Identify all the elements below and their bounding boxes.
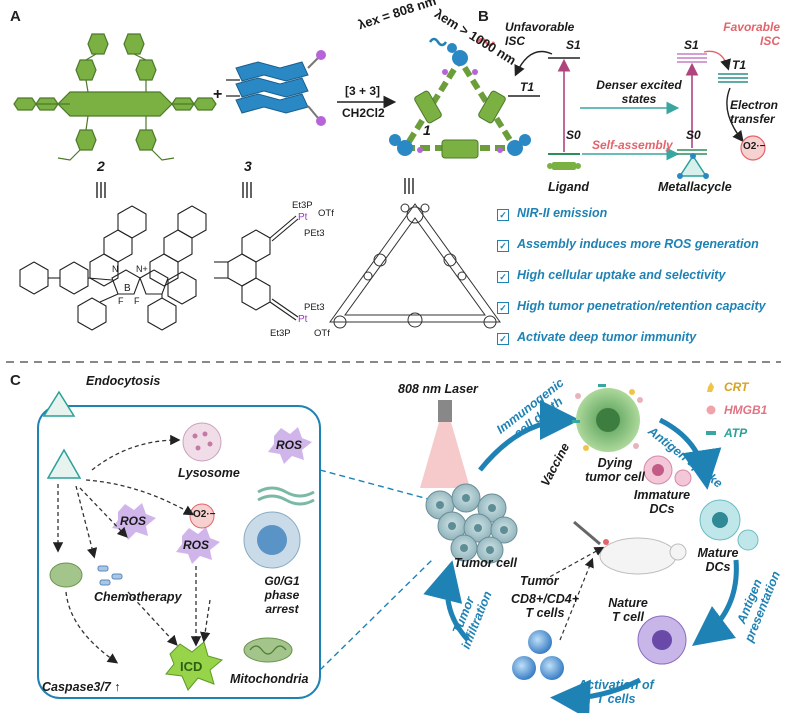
ros-label-1: ROS (276, 438, 303, 452)
check-icon: ✓ (497, 240, 509, 252)
feature-immunity: ✓ Activate deep tumor immunity (497, 330, 697, 345)
denser-states-label: Denser excited states (596, 78, 682, 106)
superoxide-label-c: O2·− (193, 509, 216, 520)
reaction-stoichiometry: [3 + 3] (345, 84, 381, 98)
compound-2-label: 2 (97, 158, 105, 174)
pt-lower-et3p: Et3P (270, 328, 291, 339)
s1-ligand: S1 (566, 38, 581, 52)
mature-dcs-label: Mature DCs (697, 546, 739, 574)
s1-metallacycle: S1 (684, 38, 699, 52)
bodipy-n: N (112, 264, 119, 274)
bodipy-n-plus: N+ (136, 264, 148, 274)
check-icon: ✓ (497, 209, 509, 221)
pt-lower-otf: OTf (314, 328, 330, 339)
energy-diagram (508, 50, 766, 179)
self-assembly-label: Self-assembly (592, 138, 673, 152)
favorable-isc-label: Favorable ISC (723, 20, 780, 48)
pt-upper-otf: OTf (318, 208, 334, 219)
chemotherapy-label: Chemotherapy (94, 590, 182, 604)
metallacycle-label: Metallacycle (658, 180, 732, 194)
electron-transfer-label: Electron transfer (730, 98, 779, 126)
platinum-structure (214, 215, 299, 321)
compound-3-label: 3 (244, 158, 252, 174)
unfavorable-isc-label: Unfavorable ISC (505, 20, 575, 48)
feature-ros: ✓ Assembly induces more ROS generation (497, 237, 759, 252)
compound-1-label: 1 (423, 122, 431, 138)
check-icon: ✓ (497, 302, 509, 314)
feature-text: Activate deep tumor immunity (517, 330, 697, 344)
lysosome-label: Lysosome (178, 466, 240, 480)
feature-text: NIR-II emission (517, 206, 608, 220)
panel-c-label: C (10, 372, 21, 389)
pt-lower-pt: Pt (298, 314, 308, 325)
check-icon: ✓ (497, 271, 509, 283)
metallacycle-structure (329, 203, 501, 329)
icd-label: ICD (180, 659, 203, 674)
feature-penetration: ✓ High tumor penetration/retention capaci… (497, 299, 766, 314)
cell-cycle-arrest-label: G0/G1 phase arrest (264, 574, 300, 616)
reaction-solvent: CH2Cl2 (342, 106, 385, 120)
tumor-cell-label: Tumor cell (454, 556, 517, 570)
superoxide-label-b: O2·− (743, 141, 766, 152)
feature-uptake: ✓ High cellular uptake and selectivity (497, 268, 726, 283)
bodipy-f1: F (118, 296, 124, 306)
panel-b-label: B (478, 8, 489, 25)
s0-metallacycle: S0 (686, 128, 701, 142)
metallacycle-1-cartoon (389, 37, 531, 159)
pt-lower-pet3: PEt3 (304, 302, 325, 313)
equivalence-marks (96, 178, 414, 198)
ros-label-3: ROS (183, 538, 210, 552)
caspase-label: Caspase3/7 ↑ (42, 680, 121, 694)
t1-ligand: T1 (520, 80, 535, 94)
ros-label-2: ROS (120, 514, 147, 528)
endocytosis-label: Endocytosis (86, 374, 161, 388)
feature-text: High cellular uptake and selectivity (517, 268, 726, 282)
cell-box (37, 390, 433, 699)
feature-nir2: ✓ NIR-II emission (497, 206, 608, 221)
feature-text: High tumor penetration/retention capacit… (517, 299, 766, 313)
bodipy-structure (19, 205, 207, 331)
t-cells-label: CD8+/CD4+ T cells (510, 592, 580, 620)
pt-upper-et3p: Et3P (292, 200, 313, 211)
laser-label: 808 nm Laser (398, 382, 478, 396)
atp-legend: ATP (724, 426, 748, 440)
bodipy-boron: B (124, 283, 131, 294)
immunity-cycle (420, 382, 759, 713)
s0-ligand: S0 (566, 128, 581, 142)
t1-metallacycle: T1 (732, 58, 747, 72)
ligand-2-cartoon (13, 33, 217, 161)
check-icon: ✓ (497, 333, 509, 345)
pt-upper-pt: Pt (298, 212, 308, 223)
bodipy-f2: F (134, 296, 140, 306)
crt-legend: CRT (724, 380, 749, 394)
pt-upper-pet3: PEt3 (304, 228, 325, 239)
hmgb1-legend: HMGB1 (724, 403, 768, 417)
ligand-label: Ligand (548, 180, 589, 194)
immature-dcs-label: Immature DCs (633, 488, 691, 516)
feature-text: Assembly induces more ROS generation (517, 237, 759, 251)
mitochondria-label: Mitochondria (230, 672, 309, 686)
ligand-3-cartoon (226, 50, 326, 126)
activation-label: Activation of T cells (578, 678, 654, 706)
plus-sign: + (213, 86, 223, 103)
dying-cell-label: Dying tumor cell (585, 456, 645, 484)
nature-t-cell-label: Nature T cell (608, 596, 648, 624)
panel-a-label: A (10, 8, 21, 25)
tumor-label: Tumor (520, 574, 559, 588)
